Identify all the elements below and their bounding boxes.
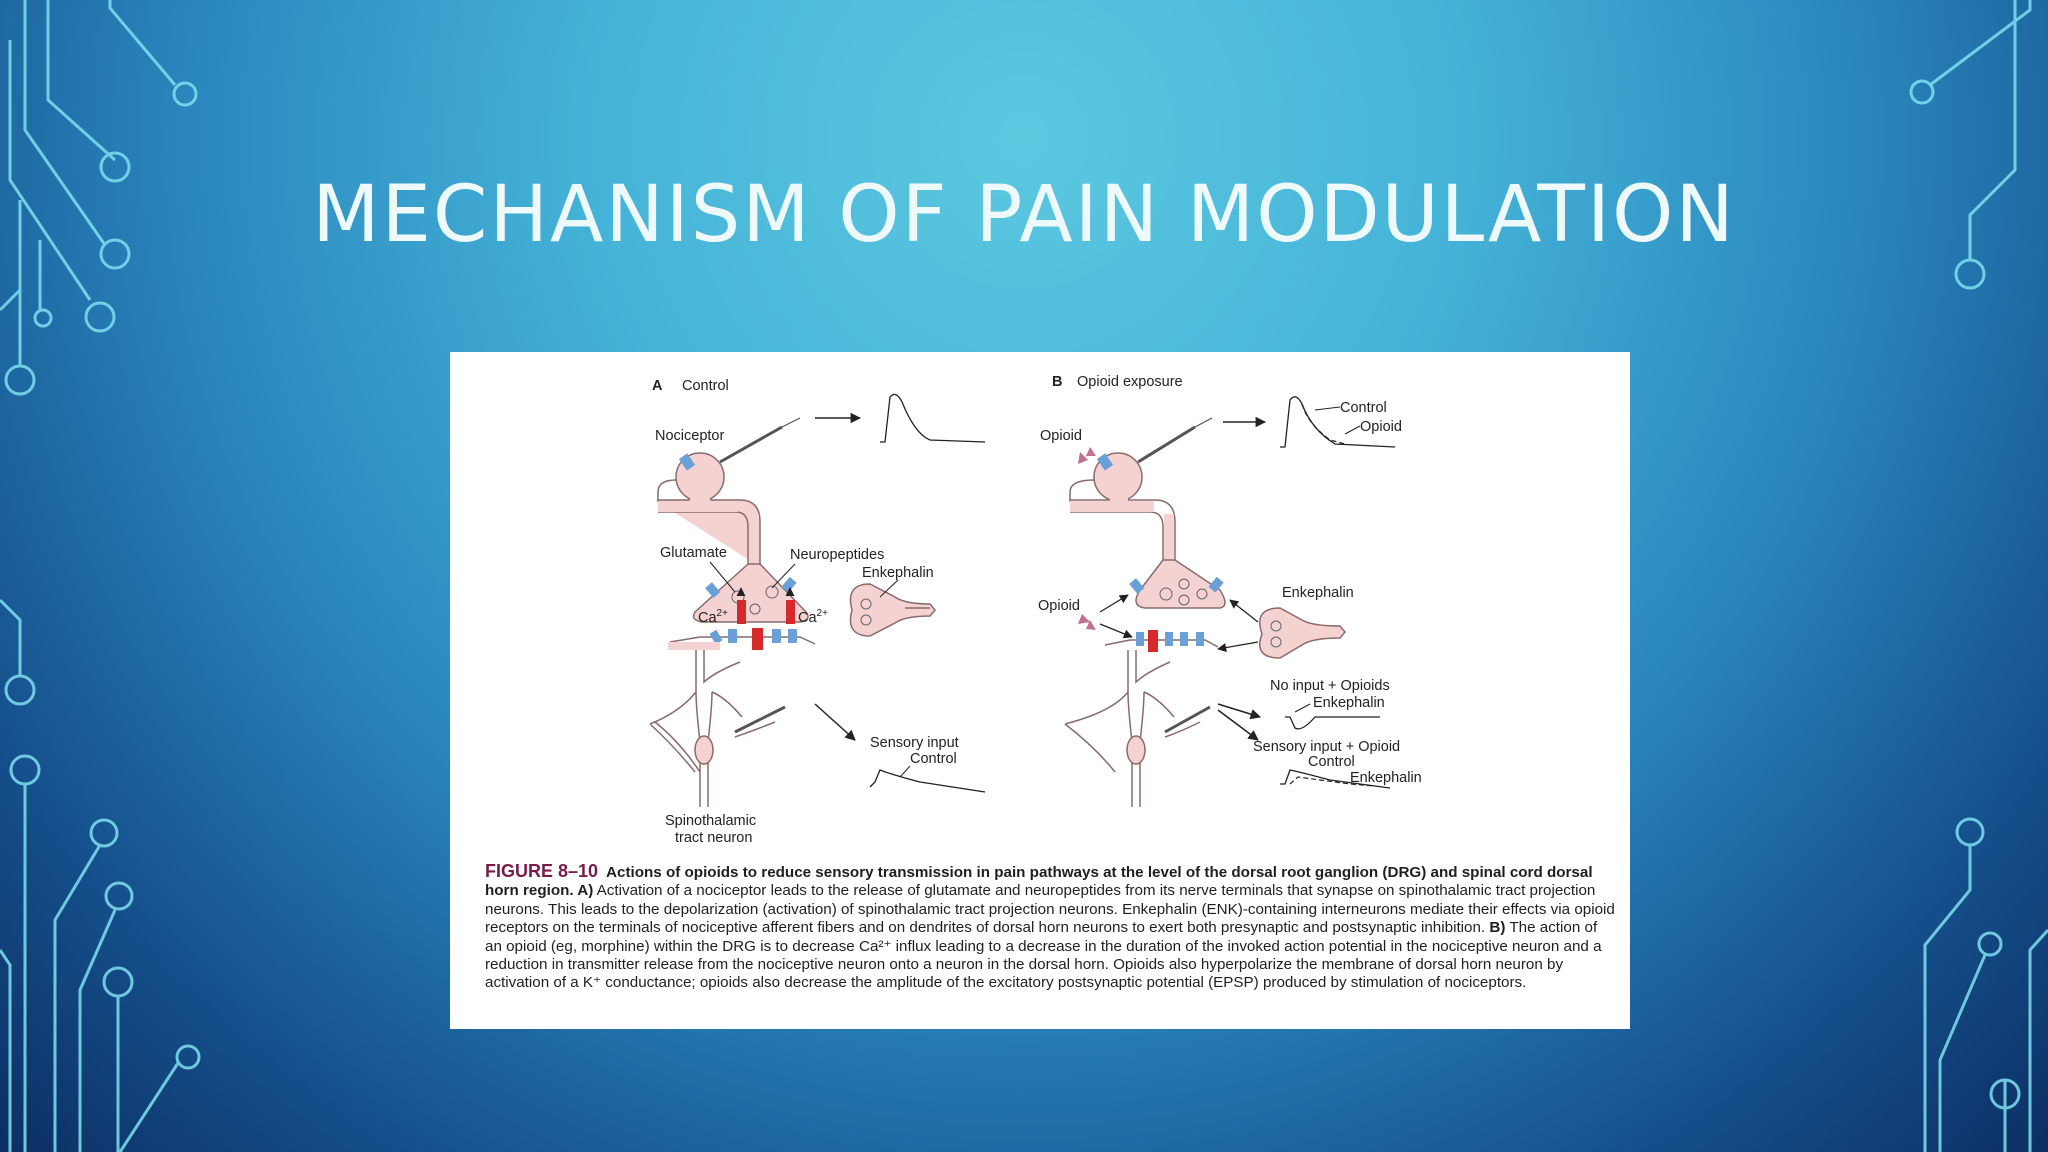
sensory-input-label: Sensory input [870, 735, 959, 751]
control-trace-label: Control [1340, 400, 1387, 416]
panel-a-title: Control [682, 378, 729, 394]
ca-channel-right [786, 600, 795, 624]
ca-channel-left [737, 600, 746, 624]
opioid-molecule-icon [1078, 447, 1096, 464]
ca-right-label: Ca2+ [798, 608, 828, 626]
neuropeptides-label: Neuropeptides [790, 547, 884, 563]
caption-text-a: Activation of a nociceptor leads to the … [485, 882, 1615, 937]
panel-b-title: Opioid exposure [1077, 374, 1183, 390]
sensory-opioid-label: Sensory input + Opioid [1253, 739, 1400, 755]
presynaptic-terminal [692, 563, 809, 623]
enkephalin-label-b: Enkephalin [1282, 585, 1354, 601]
caption-bold-intro: Actions of opioids to reduce sensory tra… [485, 864, 1593, 900]
neuron-diagram: A Control Nociceptor [649, 374, 1422, 846]
opioid-trace-b [1301, 403, 1346, 445]
enkephalin-interneuron-b [1259, 607, 1346, 659]
electrode-2-icon [734, 705, 786, 734]
epsp-trace-a [869, 769, 986, 793]
enkephalin-trace1-label: Enkephalin [1313, 695, 1385, 711]
action-potential-trace [880, 393, 986, 443]
slide-title: MECHANISM OF PAIN MODULATION [312, 170, 1736, 260]
spinothalamic-label-2: tract neuron [675, 830, 752, 846]
no-input-label: No input + Opioids [1270, 678, 1390, 694]
presynaptic-terminal-b [1135, 559, 1226, 609]
spinothalamic-neuron [694, 735, 714, 765]
opioid-top-label: Opioid [1040, 428, 1082, 444]
figure-number: FIGURE 8–10 [485, 861, 599, 881]
panel-b-letter: B [1052, 374, 1062, 390]
opioid-mid-label: Opioid [1038, 598, 1080, 614]
nociceptor-label: Nociceptor [655, 428, 724, 444]
nociceptor-receptor-icon [678, 453, 696, 471]
glutamate-label: Glutamate [660, 545, 727, 561]
hyperpolarization-trace [1285, 716, 1380, 730]
figure-panel: A Control Nociceptor [450, 352, 1630, 1029]
control-trace2-label: Control [1308, 754, 1355, 770]
panel-a-letter: A [652, 378, 663, 394]
enkephalin-trace2-label: Enkephalin [1350, 770, 1422, 786]
electrode-icon [719, 425, 783, 464]
epsp-control-trace-b [1280, 769, 1391, 789]
enkephalin-label-a: Enkephalin [862, 565, 934, 581]
ca-left-label: Ca2+ [698, 608, 728, 626]
enkephalin-interneuron-a [849, 583, 936, 637]
control-label-a: Control [910, 751, 957, 767]
opioid-trace-label: Opioid [1360, 419, 1402, 435]
epsp-enkephalin-trace-b [1289, 776, 1376, 787]
caption-bold-b: B) [1489, 919, 1506, 937]
spinothalamic-label-1: Spinothalamic [665, 813, 756, 829]
panel-a: A Control Nociceptor [649, 378, 986, 846]
caption-text-b: The action of an opioid (eg, morphine) w… [485, 919, 1602, 992]
panel-b: B Opioid exposure Opioid Control Opioid [1038, 374, 1422, 807]
